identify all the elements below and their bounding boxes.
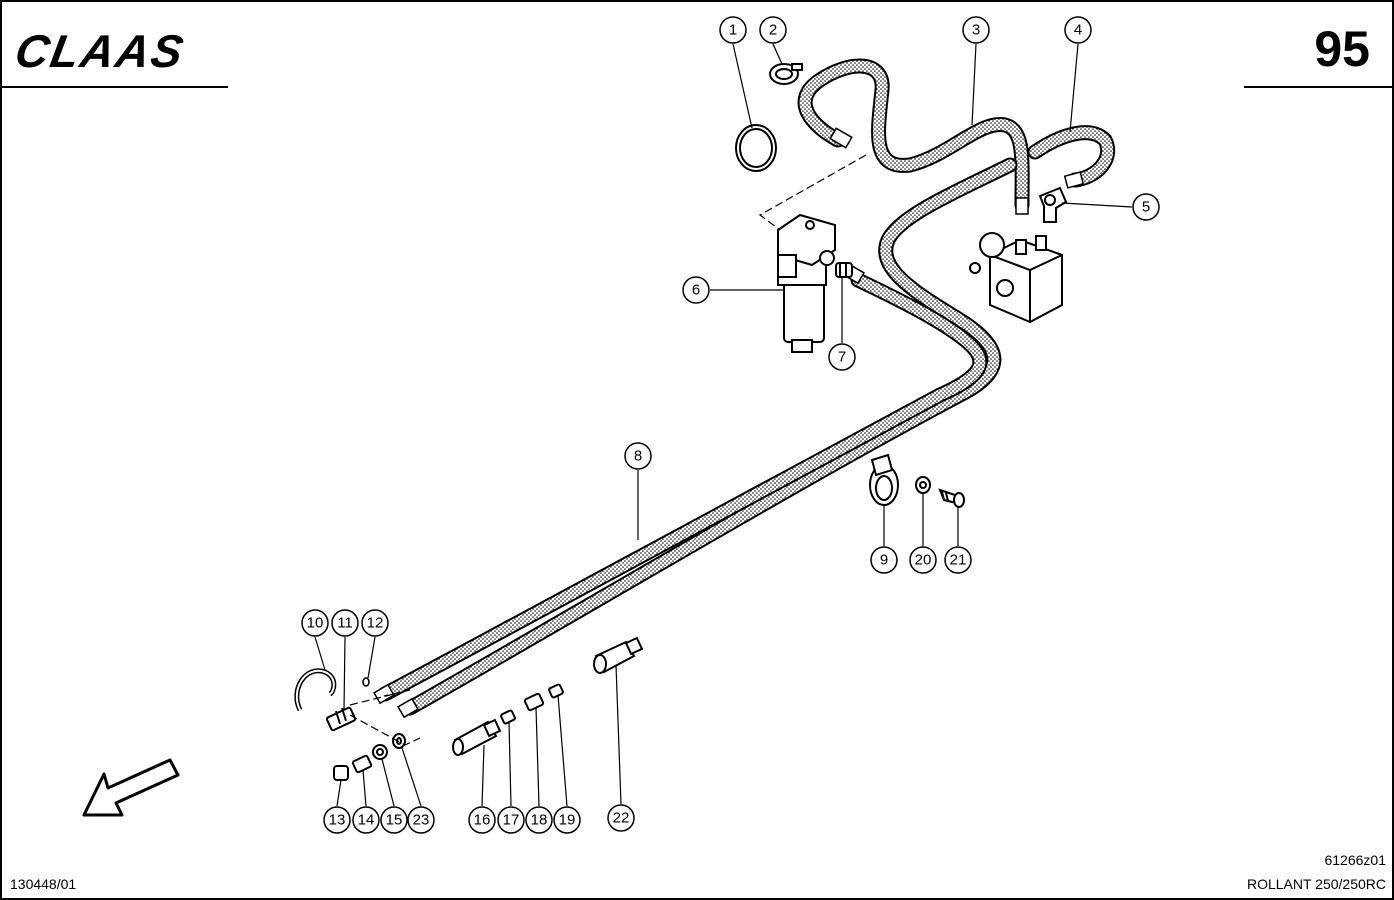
callout-c11: 11: [331, 609, 359, 637]
callout-c17: 17: [497, 806, 525, 834]
svg-text:8: 8: [634, 448, 642, 465]
part-18-fitting: [523, 692, 545, 712]
svg-text:1: 1: [729, 22, 737, 39]
callout-c21: 21: [944, 546, 972, 574]
document-code: 130448/01: [10, 876, 77, 892]
svg-text:17: 17: [503, 812, 520, 829]
part-16-quick-coupling: [452, 718, 502, 756]
svg-text:14: 14: [358, 812, 375, 829]
part-5-elbow: [1038, 186, 1068, 223]
part-19-nut: [548, 683, 564, 699]
part-1-oring-highlight: [737, 126, 775, 170]
svg-text:21: 21: [950, 552, 967, 569]
svg-text:10: 10: [307, 615, 324, 632]
part-17-adapter: [500, 709, 516, 725]
svg-text:12: 12: [367, 615, 384, 632]
part-23-seal: [392, 733, 406, 749]
hose-8-lower: [377, 272, 988, 702]
svg-text:6: 6: [692, 282, 700, 299]
part-10-circlip: [294, 668, 337, 712]
callout-c20: 20: [909, 546, 937, 574]
callout-c5: 5: [1132, 193, 1160, 221]
part-15-plug: [372, 744, 388, 760]
model-name: ROLLANT 250/250RC: [1246, 876, 1386, 892]
part-2-clip: [769, 63, 803, 85]
svg-text:22: 22: [613, 810, 630, 827]
svg-text:19: 19: [559, 812, 576, 829]
part-21-bolt: [938, 488, 965, 508]
hose-fittings: [373, 127, 1085, 719]
part-10-circlip-highlight: [295, 669, 335, 711]
part-22-coupling: [593, 636, 644, 674]
svg-text:4: 4: [1074, 22, 1082, 39]
assembly-lines: [349, 154, 867, 746]
callout-c15: 15: [380, 806, 408, 834]
part-12-small-oring: [362, 677, 370, 687]
svg-text:23: 23: [413, 812, 430, 829]
part-9-clamp: [869, 453, 899, 506]
svg-text:2: 2: [769, 22, 777, 39]
part-14-nipple: [351, 754, 373, 774]
callout-c10: 10: [301, 609, 329, 637]
hose-8-upper: [402, 157, 1018, 716]
hose-3: [797, 58, 1030, 213]
callout-c8: 8: [624, 442, 652, 470]
header-rule-right: [1244, 86, 1392, 88]
callout-c7: 7: [828, 343, 856, 371]
svg-text:3: 3: [972, 22, 980, 39]
svg-text:13: 13: [329, 812, 346, 829]
direction-arrow-icon: [82, 758, 180, 817]
part-6-filter: [777, 213, 836, 353]
callout-c22: 22: [607, 804, 635, 832]
part-20-washer: [915, 476, 931, 494]
part-13-cap: [333, 765, 349, 781]
part-11-coupling: [325, 706, 357, 732]
callout-c3: 3: [962, 16, 990, 44]
svg-text:20: 20: [915, 552, 932, 569]
svg-text:15: 15: [386, 812, 403, 829]
svg-text:16: 16: [474, 812, 491, 829]
callout-c2: 2: [759, 16, 787, 44]
callout-c19: 19: [553, 806, 581, 834]
svg-text:7: 7: [838, 349, 846, 366]
svg-text:9: 9: [880, 552, 888, 569]
callout-c12: 12: [361, 609, 389, 637]
callout-c13: 13: [323, 806, 351, 834]
callout-c9: 9: [870, 546, 898, 574]
part-7-adapter: [835, 262, 853, 278]
callout-c4: 4: [1064, 16, 1092, 44]
leader-lines: [314, 43, 1133, 807]
figure-code: 61266z01: [1324, 852, 1386, 868]
header-rule-left: [2, 86, 228, 88]
callout-c14: 14: [352, 806, 380, 834]
svg-text:11: 11: [337, 615, 353, 632]
page-number: 95: [1314, 21, 1370, 77]
svg-text:18: 18: [531, 812, 548, 829]
callout-c6: 6: [682, 276, 710, 304]
svg-text:5: 5: [1142, 199, 1150, 216]
valve-block: [969, 232, 1063, 324]
callout-c1: 1: [719, 16, 747, 44]
hose-4: [1027, 125, 1116, 188]
callout-c16: 16: [468, 806, 496, 834]
callout-c18: 18: [525, 806, 553, 834]
callout-c23: 23: [407, 806, 435, 834]
